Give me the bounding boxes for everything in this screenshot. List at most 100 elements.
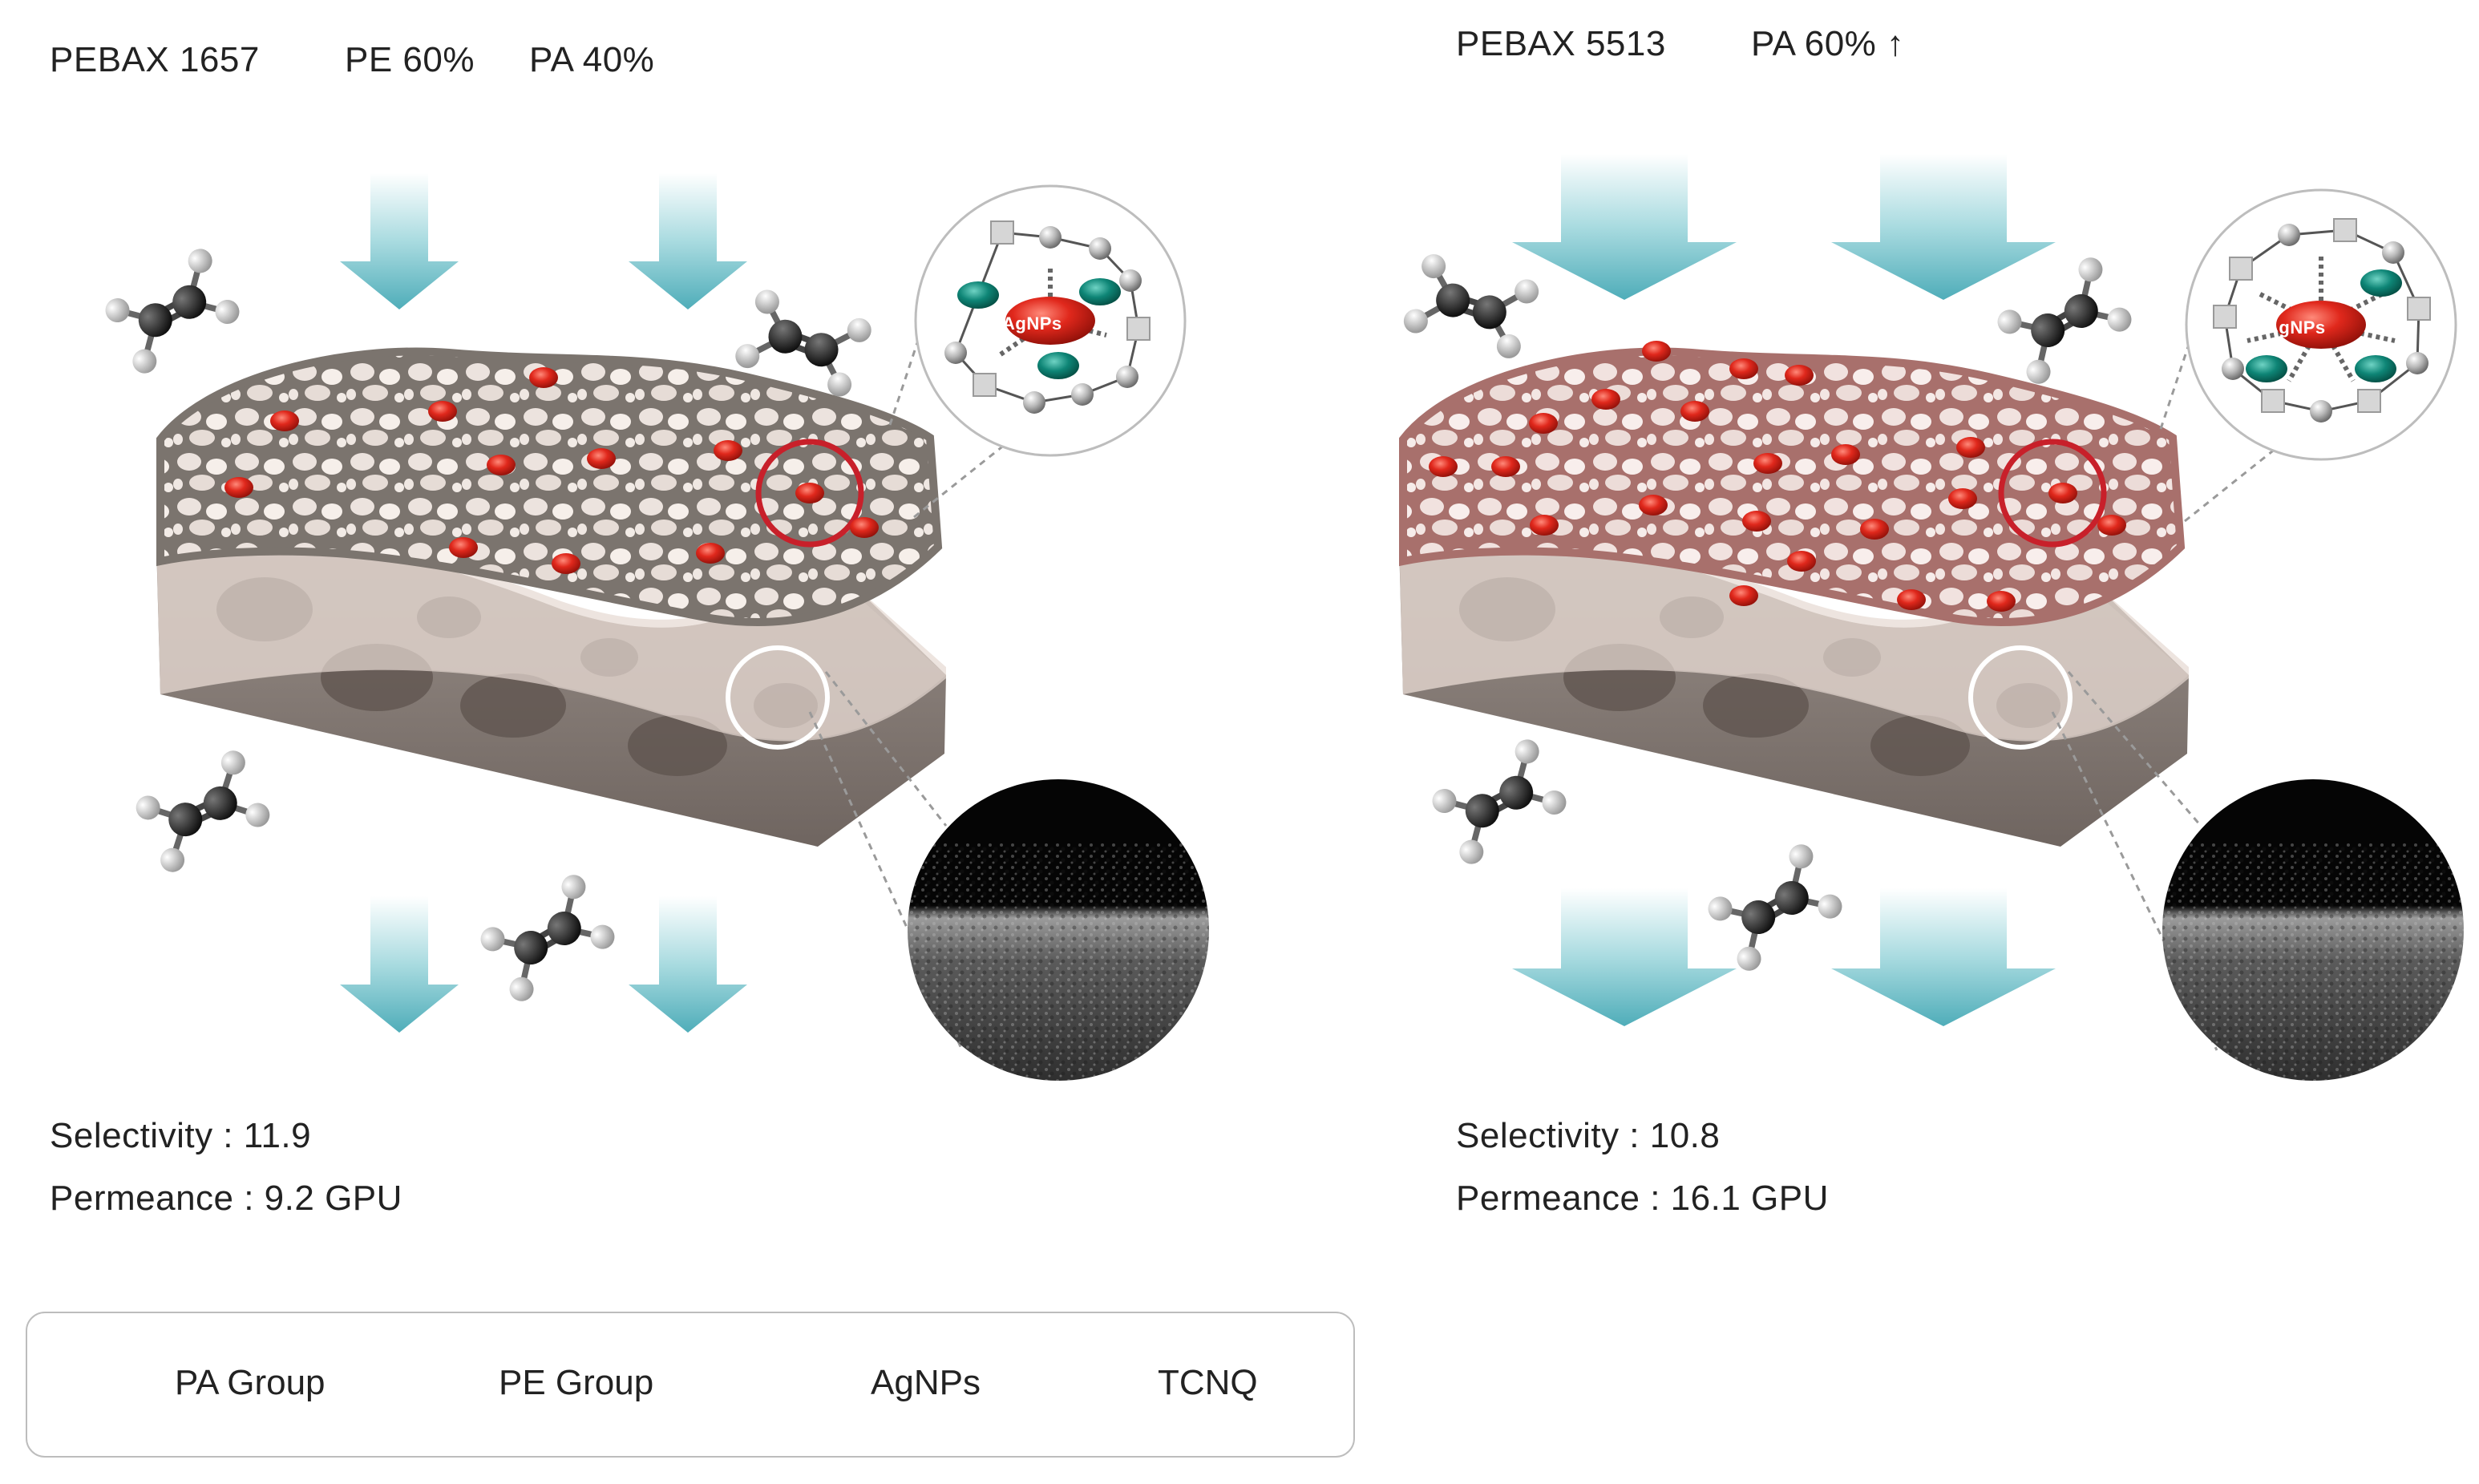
left-zoom-agnp-label: AgNPs (1002, 313, 1062, 334)
legend-box (26, 1312, 1355, 1458)
agnp-particle (696, 543, 725, 564)
agnp-particle (587, 448, 616, 469)
agnp-particle (714, 440, 742, 461)
right-agnp-ring (1998, 439, 2107, 548)
agnp-center (1005, 297, 1095, 345)
ethylene-molecule (1403, 254, 1539, 358)
pa-group-cube (2407, 297, 2431, 321)
tcnq-molecule (1079, 278, 1121, 305)
agnp-center (2276, 301, 2366, 349)
left-support-pore (628, 715, 727, 776)
right-interlayer (1399, 524, 2189, 742)
pa-group-cube (990, 220, 1014, 245)
legend-pa-group-label: PA Group (175, 1363, 326, 1402)
right-zoom-agnp-label: AgNPs (2266, 317, 2326, 338)
right-membrane (1399, 347, 2189, 847)
left-coordination-zoom (888, 184, 1187, 519)
agnp-particle (1429, 456, 1458, 477)
pa-group-cube (2357, 389, 2381, 413)
pa-group-cube (973, 373, 997, 397)
pe-group-sphere (1116, 366, 1138, 388)
right-coordination-zoom (2159, 188, 2457, 523)
left-top-arrow-1 (340, 173, 459, 309)
pe-group-sphere (1023, 391, 1045, 414)
right-selectivity: Selectivity : 10.8 (1456, 1116, 1721, 1155)
agnp-particle (1897, 589, 1926, 610)
agnp-particle (2048, 483, 2077, 503)
left-pe-label: PE 60% (345, 40, 475, 79)
left-sem-cross-section (808, 671, 1209, 1081)
agnp-particle (1529, 413, 1558, 434)
agnp-particle (449, 537, 478, 558)
zoom-callouts (808, 184, 2464, 1081)
tcnq-molecule (2355, 355, 2396, 382)
pa-group-cube (2261, 389, 2285, 413)
agnp-particle (1642, 341, 1671, 362)
left-support-pore (460, 673, 566, 738)
right-top-arrow-1 (1512, 154, 1737, 300)
left-top-arrow-2 (629, 173, 747, 309)
right-sem-ring (1968, 645, 2073, 750)
membrane-blocks (156, 347, 2189, 847)
right-bottom-arrow-1 (1512, 888, 1737, 1026)
left-interlayer (156, 524, 946, 742)
right-sem-cross-section (2051, 671, 2464, 1081)
agnp-particle (529, 367, 558, 388)
left-permeance: Permeance : 9.2 GPU (50, 1179, 402, 1218)
pe-group-sphere (1089, 237, 1111, 260)
right-grade-label: PEBAX 5513 (1456, 24, 1666, 63)
agnp-particle (1680, 401, 1709, 422)
pa-group-cube (1126, 317, 1151, 341)
agnp-particle (1491, 456, 1520, 477)
pe-group-sphere (944, 342, 967, 364)
ethylene-molecule (480, 875, 615, 1001)
pe-group-sphere (2382, 241, 2404, 264)
left-selectivity: Selectivity : 11.9 (50, 1116, 312, 1155)
agnp-particle (552, 553, 580, 574)
agnp-particle (1729, 358, 1758, 379)
agnp-particle (1591, 389, 1620, 410)
right-support-pore (1870, 715, 1970, 776)
agnp-particle (795, 483, 824, 503)
agnp-particle (1948, 488, 1977, 509)
right-network-rim (1399, 347, 2186, 627)
tcnq-molecule (2360, 269, 2402, 297)
agnp-particle (487, 455, 516, 475)
pa-group-cube (2229, 257, 2253, 281)
left-network-rim (156, 347, 943, 627)
agnp-particle (1753, 453, 1782, 474)
left-membrane (156, 347, 946, 847)
ethylene-molecules (105, 249, 2132, 1001)
legend-tcnq-label: TCNQ (1158, 1363, 1258, 1402)
agnp-particle (1729, 585, 1758, 606)
agnp-particle (1787, 551, 1816, 572)
tcnq-molecule (1037, 352, 1079, 379)
right-support-pore (1703, 673, 1809, 738)
agnp-particle (1742, 511, 1771, 532)
flow-arrows (340, 154, 2056, 1033)
left-grade-label: PEBAX 1657 (50, 40, 260, 79)
agnp-particle (1530, 515, 1559, 536)
pe-group-sphere (2222, 358, 2244, 380)
pe-group-sphere (2310, 400, 2332, 423)
pe-group-sphere (2278, 224, 2300, 246)
legend-agnps-label: AgNPs (871, 1363, 981, 1402)
right-bottom-arrow-2 (1831, 888, 2056, 1026)
agnp-particle (1987, 591, 2016, 612)
agnp-particle (1831, 444, 1860, 465)
agnp-particle (1785, 365, 1814, 386)
right-top-arrow-2 (1831, 154, 2056, 300)
ethylene-molecule (135, 750, 270, 872)
tcnq-molecule (2246, 355, 2287, 382)
legend-pe-group-label: PE Group (499, 1363, 654, 1402)
right-permeance: Permeance : 16.1 GPU (1456, 1179, 1829, 1218)
agnp-particle (224, 477, 253, 498)
ethylene-molecule (735, 289, 871, 397)
ethylene-molecule (105, 249, 240, 374)
ethylene-molecule (1997, 257, 2132, 384)
pe-group-sphere (2406, 352, 2428, 374)
left-sem-ring (726, 645, 830, 750)
agnp-particle (850, 517, 879, 538)
